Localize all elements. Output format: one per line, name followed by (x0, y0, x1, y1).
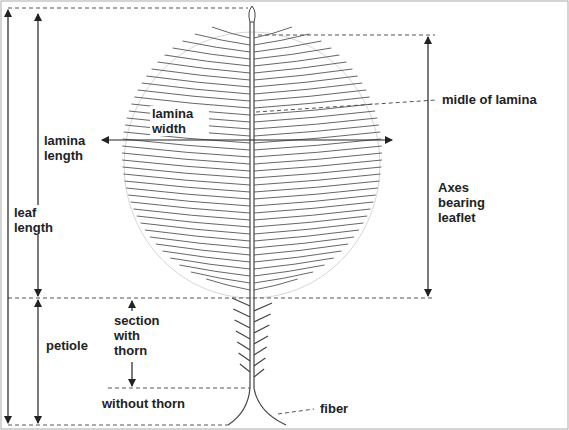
dimension-label: leaf length (12, 205, 61, 235)
thorns (232, 298, 272, 377)
part-label: section with thorn (112, 313, 171, 358)
leaflets (122, 27, 382, 290)
part-label: midle of lamina (440, 92, 539, 107)
part-label: petiole (44, 338, 90, 353)
guide-lines (8, 8, 436, 425)
dimension-label: lamina length (42, 133, 101, 163)
lamina-outline (124, 32, 380, 298)
part-label: fiber (318, 401, 350, 416)
dimension-label: lamina width (150, 106, 209, 136)
rachis (250, 22, 254, 388)
part-label: without thorn (100, 396, 187, 411)
dimension-arrows (8, 10, 428, 423)
leaf-tip (249, 6, 255, 22)
petiole-base (228, 388, 286, 425)
dimension-label: Axes bearing leaflet (436, 180, 510, 225)
